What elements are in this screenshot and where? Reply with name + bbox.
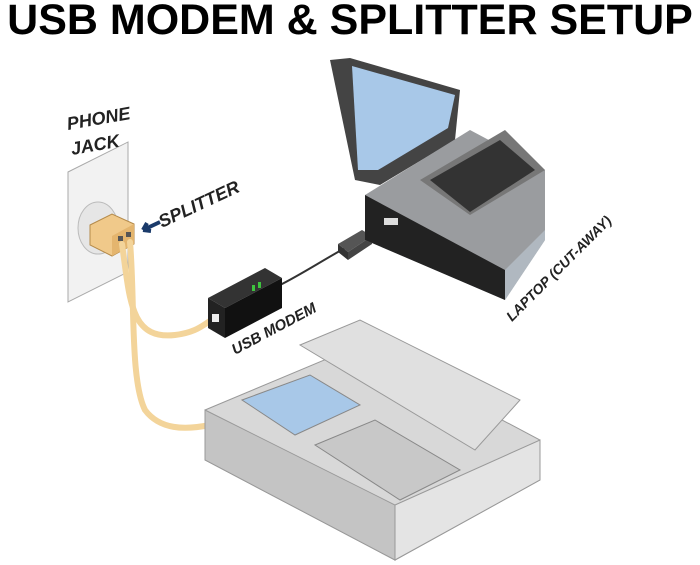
laptop	[330, 58, 545, 300]
usb-plug	[338, 230, 372, 260]
blue-arrow-icon	[141, 220, 161, 233]
telephone	[204, 319, 541, 561]
cable-to-modem	[119, 241, 219, 339]
usb-cable	[279, 247, 346, 286]
usb-modem	[208, 268, 282, 338]
cable-to-phone	[127, 239, 213, 431]
modem-led	[252, 285, 255, 291]
phone-jack-label: PHONE	[65, 103, 132, 134]
splitter-label: SPLITTER	[155, 177, 242, 232]
page-title: USB MODEM & SPLITTER SETUP	[7, 0, 693, 44]
